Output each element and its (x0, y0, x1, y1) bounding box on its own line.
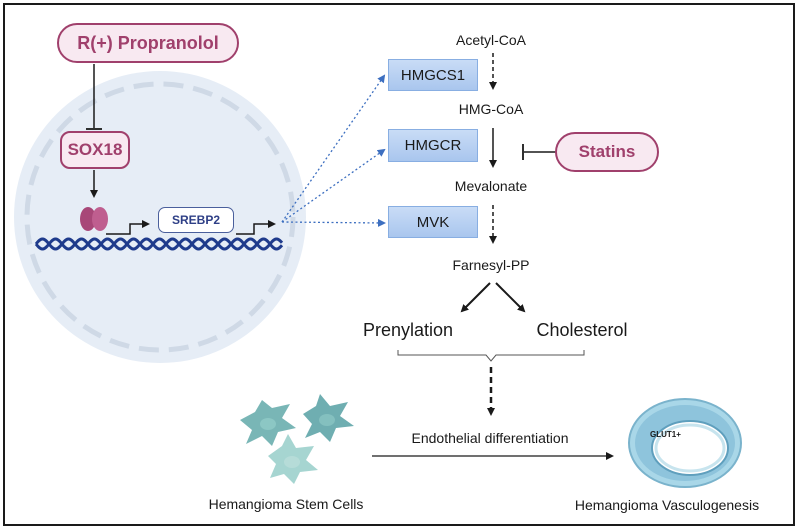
farnesylpp-to-cholesterol (495, 282, 526, 313)
caption-vasculogenesis: Hemangioma Vasculogenesis (574, 497, 760, 513)
promoter-arrow-1 (106, 220, 150, 235)
metabolite-farnesyl-pp: Farnesyl-PP (452, 257, 530, 273)
transcription-factor-icon (80, 207, 108, 231)
srebp2-to-mvk (281, 218, 386, 227)
metabolite-mevalonate: Mevalonate (454, 178, 528, 194)
nuclear-envelope (24, 81, 296, 353)
branch-cholesterol: Cholesterol (536, 320, 628, 340)
branch-prenylation: Prenylation (362, 320, 454, 340)
dna-strand-1 (34, 237, 284, 251)
blood-vessel-icon (628, 398, 742, 488)
farnesylpp-to-prenylation (460, 282, 491, 313)
stem-cells-icon (240, 394, 354, 484)
glut1-marker-label: GLUT1+ (650, 430, 681, 439)
enzyme-hmgcr: HMGCR (388, 129, 478, 162)
promoter-arrow-2 (236, 220, 276, 235)
metabolite-hmg-coa: HMG-CoA (458, 101, 524, 117)
enzyme-mvk: MVK (388, 206, 478, 238)
sox18-label: SOX18 (60, 131, 130, 169)
enzyme-hmgcs1: HMGCS1 (388, 59, 478, 91)
dna-helix-icon (34, 237, 284, 251)
dna-strand-2 (34, 237, 284, 251)
srebp2-to-hmgcr (281, 148, 386, 223)
statins-drug-label: Statins (555, 132, 659, 172)
srebp2-gene-label: SREBP2 (158, 207, 234, 233)
process-endothelial-differentiation: Endothelial differentiation (411, 430, 569, 446)
merge-bracket (397, 350, 585, 362)
propranolol-drug-label: R(+) Propranolol (57, 23, 239, 63)
caption-stem-cells: Hemangioma Stem Cells (208, 496, 364, 512)
metabolite-acetyl-coa: Acetyl-CoA (455, 32, 527, 48)
